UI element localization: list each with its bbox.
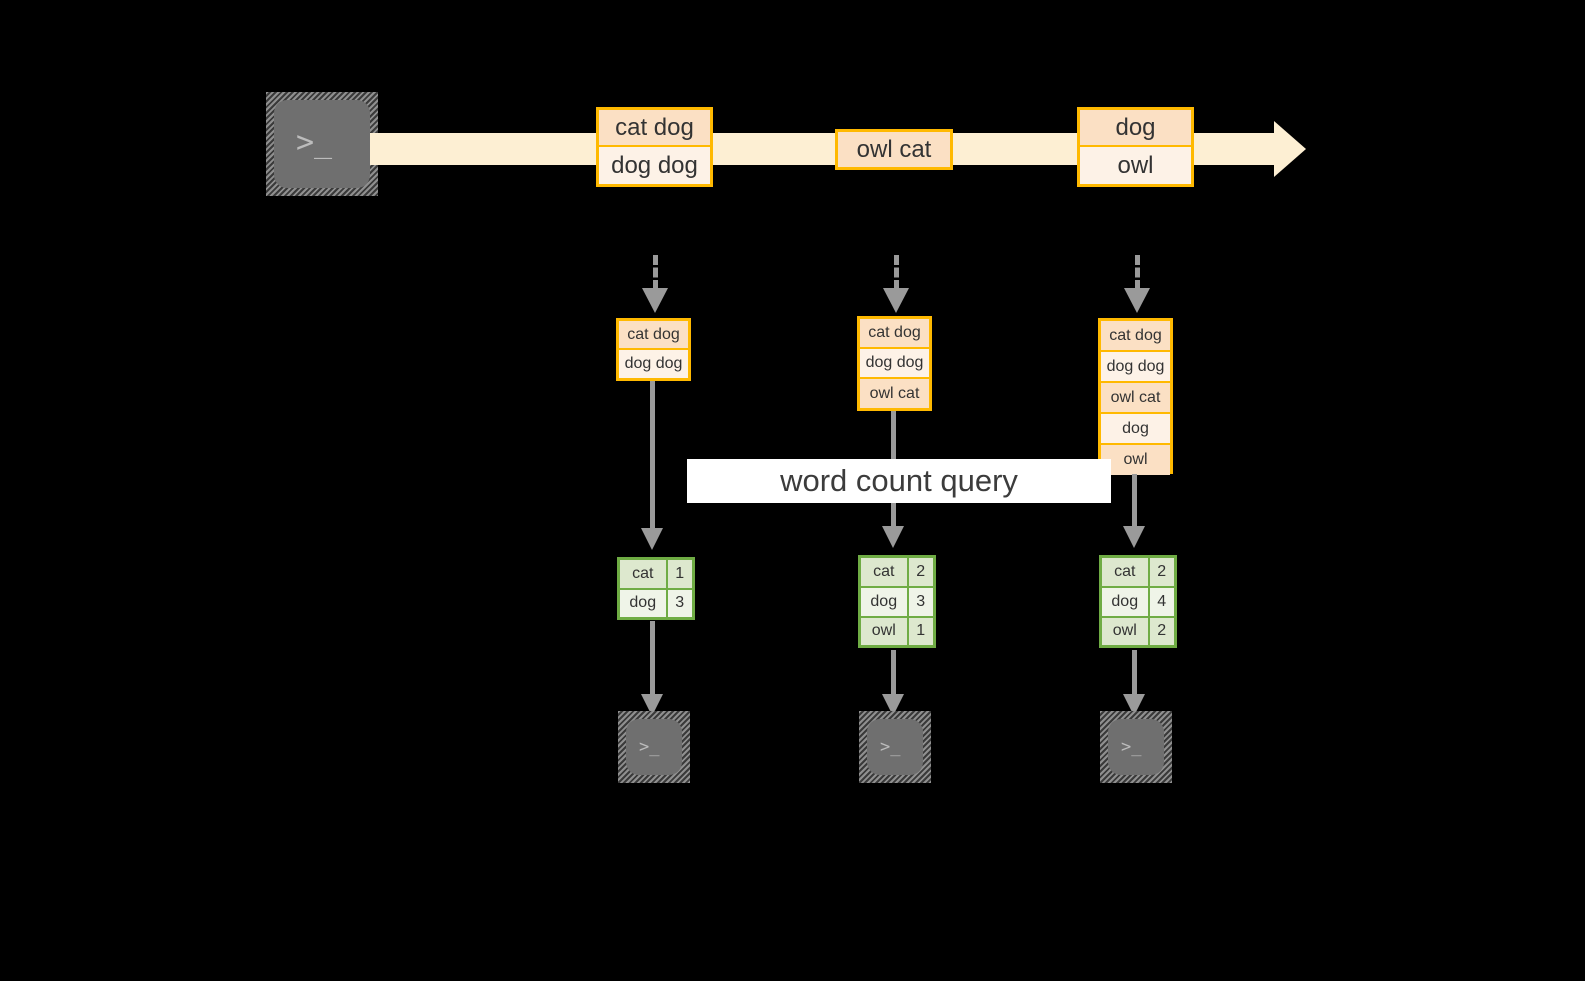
result-count: 3 [906, 585, 936, 618]
terminal-screen: >_ [1108, 719, 1164, 775]
stream-group-3: dog owl [1077, 107, 1194, 187]
result-table-2: cat 2 dog 3 owl 1 [858, 555, 936, 648]
terminal-screen: >_ [274, 100, 370, 188]
result-count: 1 [906, 615, 936, 648]
accumulated-record: dog dog [619, 350, 688, 378]
result-count: 2 [1147, 615, 1177, 648]
table-row: cat 1 [617, 557, 695, 590]
result-count: 2 [906, 555, 936, 588]
ingest-arrowhead-3 [1124, 288, 1150, 313]
accumulated-record: owl cat [860, 379, 929, 408]
accumulated-record: dog [1101, 414, 1170, 445]
ingest-connector-2 [894, 255, 899, 290]
result-word: dog [617, 587, 668, 620]
result-word: owl [1099, 615, 1150, 648]
sink-connector-1 [650, 621, 655, 696]
result-word: dog [1099, 585, 1150, 618]
table-row: owl 2 [1099, 615, 1177, 648]
result-word: cat [617, 557, 668, 590]
result-word: cat [1099, 555, 1150, 588]
terminal-prompt-glyph: >_ [1121, 737, 1142, 757]
result-count: 3 [665, 587, 695, 620]
ingest-connector-1 [653, 255, 658, 290]
accumulated-record: dog dog [860, 349, 929, 379]
stream-arrowhead [1274, 121, 1306, 177]
accumulated-record: cat dog [1101, 321, 1170, 352]
query-label: word count query [687, 459, 1111, 503]
sink-arrowhead-3 [1123, 694, 1145, 716]
stream-record: dog dog [599, 147, 710, 184]
stream-record: owl [1080, 147, 1191, 184]
stream-record: dog [1080, 110, 1191, 147]
table-row: cat 2 [1099, 555, 1177, 588]
stream-group-1: cat dog dog dog [596, 107, 713, 187]
stream-group-2: owl cat [835, 129, 953, 170]
sink-connector-2 [891, 650, 896, 696]
accumulated-record: owl [1101, 445, 1170, 475]
query-arrowhead-3 [1123, 526, 1145, 548]
table-row: owl 1 [858, 615, 936, 648]
stream-record: owl cat [838, 132, 950, 167]
terminal-screen: >_ [867, 719, 923, 775]
table-row: dog 3 [617, 587, 695, 620]
terminal-prompt-glyph: >_ [880, 737, 901, 757]
result-word: owl [858, 615, 909, 648]
accumulated-record: cat dog [860, 319, 929, 349]
ingest-arrowhead-1 [642, 288, 668, 313]
result-table-1: cat 1 dog 3 [617, 557, 695, 620]
sink-terminal-icon-1: >_ [618, 711, 690, 783]
result-word: dog [858, 585, 909, 618]
query-arrowhead-1 [641, 528, 663, 550]
accumulated-records-1: cat dog dog dog [616, 318, 691, 381]
accumulated-record: owl cat [1101, 383, 1170, 414]
sink-terminal-icon-2: >_ [859, 711, 931, 783]
query-connector-1 [650, 381, 655, 531]
ingest-arrowhead-2 [883, 288, 909, 313]
query-connector-3 [1132, 474, 1137, 529]
sink-arrowhead-1 [641, 694, 663, 716]
terminal-screen: >_ [626, 719, 682, 775]
accumulated-records-3: cat dog dog dog owl cat dog owl [1098, 318, 1173, 475]
ingest-connector-3 [1135, 255, 1140, 290]
table-row: cat 2 [858, 555, 936, 588]
accumulated-record: dog dog [1101, 352, 1170, 383]
result-count: 4 [1147, 585, 1177, 618]
result-table-3: cat 2 dog 4 owl 2 [1099, 555, 1177, 648]
result-count: 1 [665, 557, 695, 590]
stream-record: cat dog [599, 110, 710, 147]
table-row: dog 3 [858, 585, 936, 618]
sink-terminal-icon-3: >_ [1100, 711, 1172, 783]
accumulated-records-2: cat dog dog dog owl cat [857, 316, 932, 411]
terminal-prompt-glyph: >_ [639, 737, 660, 757]
sink-connector-3 [1132, 650, 1137, 696]
table-row: dog 4 [1099, 585, 1177, 618]
terminal-prompt-glyph: >_ [296, 125, 333, 160]
source-terminal-icon: >_ [266, 92, 378, 196]
query-arrowhead-2 [882, 526, 904, 548]
sink-arrowhead-2 [882, 694, 904, 716]
accumulated-record: cat dog [619, 321, 688, 350]
result-count: 2 [1147, 555, 1177, 588]
result-word: cat [858, 555, 909, 588]
